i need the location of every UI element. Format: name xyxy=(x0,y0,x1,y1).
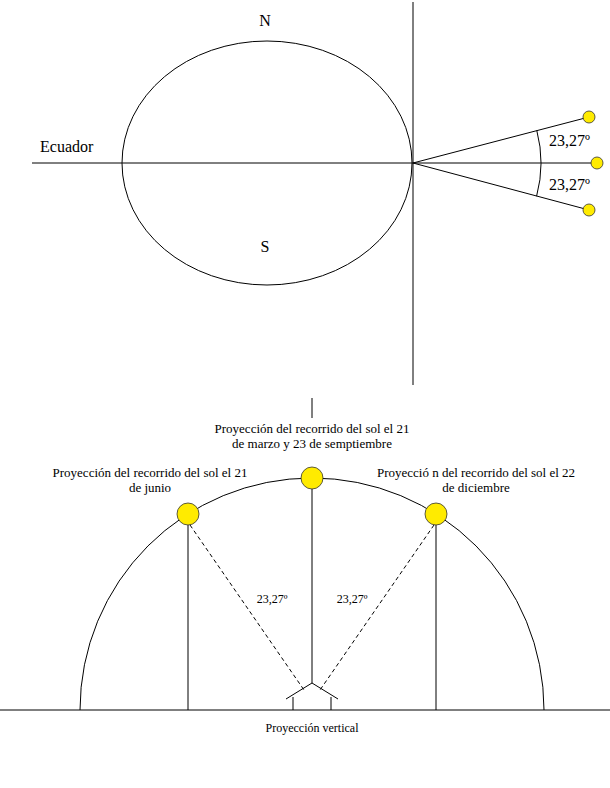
pole-label: N xyxy=(259,12,271,30)
equator-line xyxy=(32,163,413,164)
angle-label: 23,27º xyxy=(337,593,368,607)
projection-line xyxy=(436,525,437,710)
sun-dot xyxy=(301,467,323,489)
sun-path-label: Proyecció n del recorrido del sol el 22 … xyxy=(376,466,576,496)
angle-label: 23,27º xyxy=(549,132,590,150)
sun-ray xyxy=(413,163,597,164)
sun-dot xyxy=(177,503,199,525)
sun-dot xyxy=(583,204,595,216)
sun-dot xyxy=(591,157,603,169)
sun-ray xyxy=(413,163,589,210)
house-symbol xyxy=(286,683,338,710)
caption-label: Proyección vertical xyxy=(266,722,359,736)
sun-dot xyxy=(425,503,447,525)
sun-ray xyxy=(413,117,589,163)
dashed-ray xyxy=(320,525,434,690)
angle-arc xyxy=(537,131,541,197)
sky-semicircle xyxy=(80,478,544,710)
sun-path-label: Proyección del recorrido del sol el 21 d… xyxy=(212,422,412,452)
ground-line xyxy=(0,710,610,711)
pole-label: S xyxy=(261,238,270,256)
stem-line xyxy=(312,398,313,418)
angle-label: 23,27º xyxy=(549,176,590,194)
equator-label: Ecuador xyxy=(40,138,93,156)
angle-label: 23,27º xyxy=(257,593,288,607)
sun-path-label: Proyección del recorrido del sol el 21 d… xyxy=(50,466,250,496)
tangent-line xyxy=(413,2,414,385)
dashed-ray xyxy=(190,525,304,690)
projection-line xyxy=(312,489,313,683)
projection-line xyxy=(188,525,189,710)
sun-dot xyxy=(583,111,595,123)
